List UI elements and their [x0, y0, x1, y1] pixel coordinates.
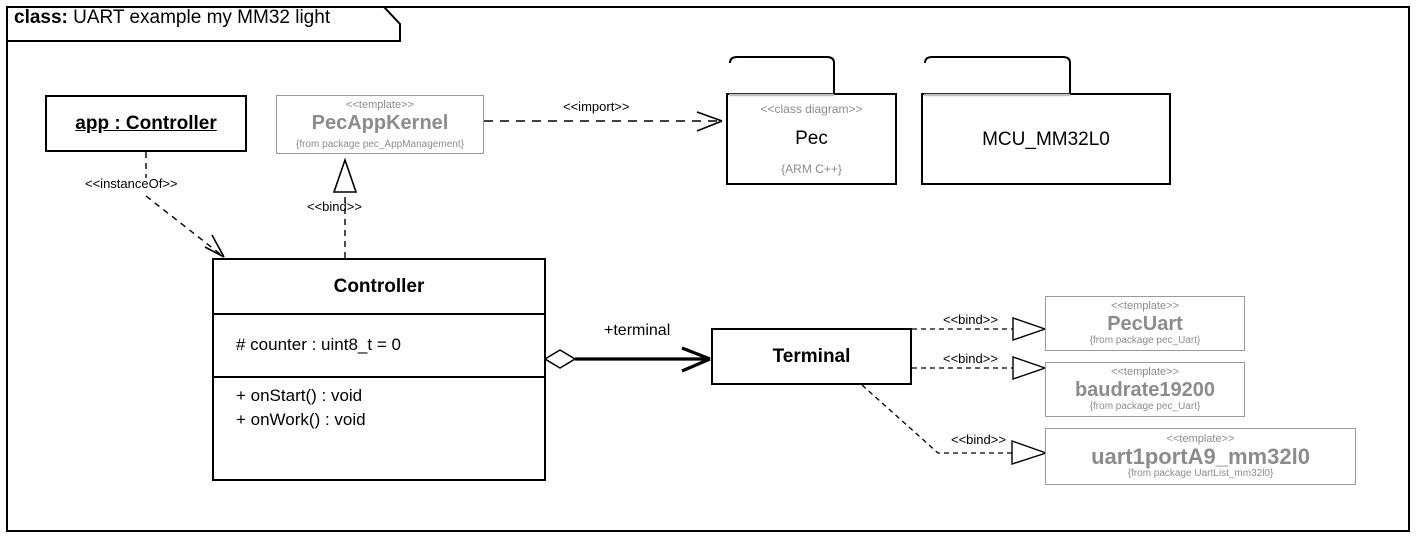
diagram-frame	[6, 6, 1410, 532]
frame-title-keyword: class:	[14, 7, 68, 28]
class-controller-name: Controller	[333, 275, 425, 297]
package-mcu[interactable]: MCU_MM32L0	[922, 96, 1170, 184]
edge-label-import: <<import>>	[563, 99, 630, 114]
package-pec-name: Pec	[795, 128, 828, 149]
class-terminal-name: Terminal	[772, 345, 851, 367]
class-controller-operation: + onWork() : void	[236, 410, 366, 429]
edge-label-terminal-role: +terminal	[604, 322, 671, 339]
package-mcu-name: MCU_MM32L0	[982, 129, 1110, 150]
frame-title-text: UART example my MM32 light	[73, 7, 331, 28]
template-baudrate19200-from: {from package pec_Uart}	[1089, 401, 1201, 412]
edge-label-bind-pecuart: <<bind>>	[943, 312, 998, 327]
template-uart1port-stereotype: <<template>>	[1166, 433, 1235, 445]
edge-label-instanceof: <<instanceOf>>	[85, 176, 178, 191]
package-pec[interactable]: <<class diagram>> Pec {ARM C++}	[727, 96, 896, 184]
template-pec-uart-from: {from package pec_Uart}	[1089, 335, 1201, 346]
template-pec-app-kernel-from: {from package pec_AppManagement}	[296, 139, 464, 150]
class-controller[interactable]: Controller # counter : uint8_t = 0 + onS…	[212, 258, 546, 481]
edge-label-bind-baudrate: <<bind>>	[943, 351, 998, 366]
template-pec-app-kernel[interactable]: <<template>> PecAppKernel	[276, 95, 484, 154]
edge-label-bind-uart1port: <<bind>>	[951, 432, 1006, 447]
template-uart1port-from: {from package UartList_mm32l0}	[1127, 468, 1274, 479]
template-uart1port-name: uart1portA9_mm32l0	[1091, 444, 1310, 469]
template-pec-uart-name: PecUart	[1107, 313, 1183, 335]
template-baudrate19200-name: baudrate19200	[1074, 379, 1216, 401]
template-pec-uart-stereotype: <<template>>	[1111, 300, 1179, 312]
template-uart1port[interactable]: <<template>> uart1portA9_mm32l0 {from pa…	[1045, 428, 1356, 485]
class-controller-attribute: # counter : uint8_t = 0	[236, 334, 401, 354]
frame-title: class: UART example my MM32 light	[14, 6, 330, 30]
class-terminal[interactable]: Terminal	[711, 328, 912, 385]
object-app-controller[interactable]: app : Controller	[45, 95, 247, 152]
package-pec-stereotype: <<class diagram>>	[760, 102, 863, 116]
class-controller-operation: + onStart() : void	[236, 386, 363, 405]
edge-label-bind-kernel: <<bind>>	[307, 199, 362, 214]
template-baudrate19200-stereotype: <<template>>	[1111, 366, 1179, 378]
template-baudrate19200[interactable]: <<template>> baudrate19200 {from package…	[1045, 362, 1245, 417]
template-pec-uart[interactable]: <<template>> PecUart {from package pec_U…	[1045, 296, 1245, 351]
object-app-controller-name: app : Controller	[75, 112, 217, 134]
template-pec-app-kernel-stereotype: <<template>>	[346, 99, 414, 111]
package-pec-property: {ARM C++}	[781, 162, 842, 176]
template-pec-app-kernel-name: PecAppKernel	[311, 112, 449, 134]
